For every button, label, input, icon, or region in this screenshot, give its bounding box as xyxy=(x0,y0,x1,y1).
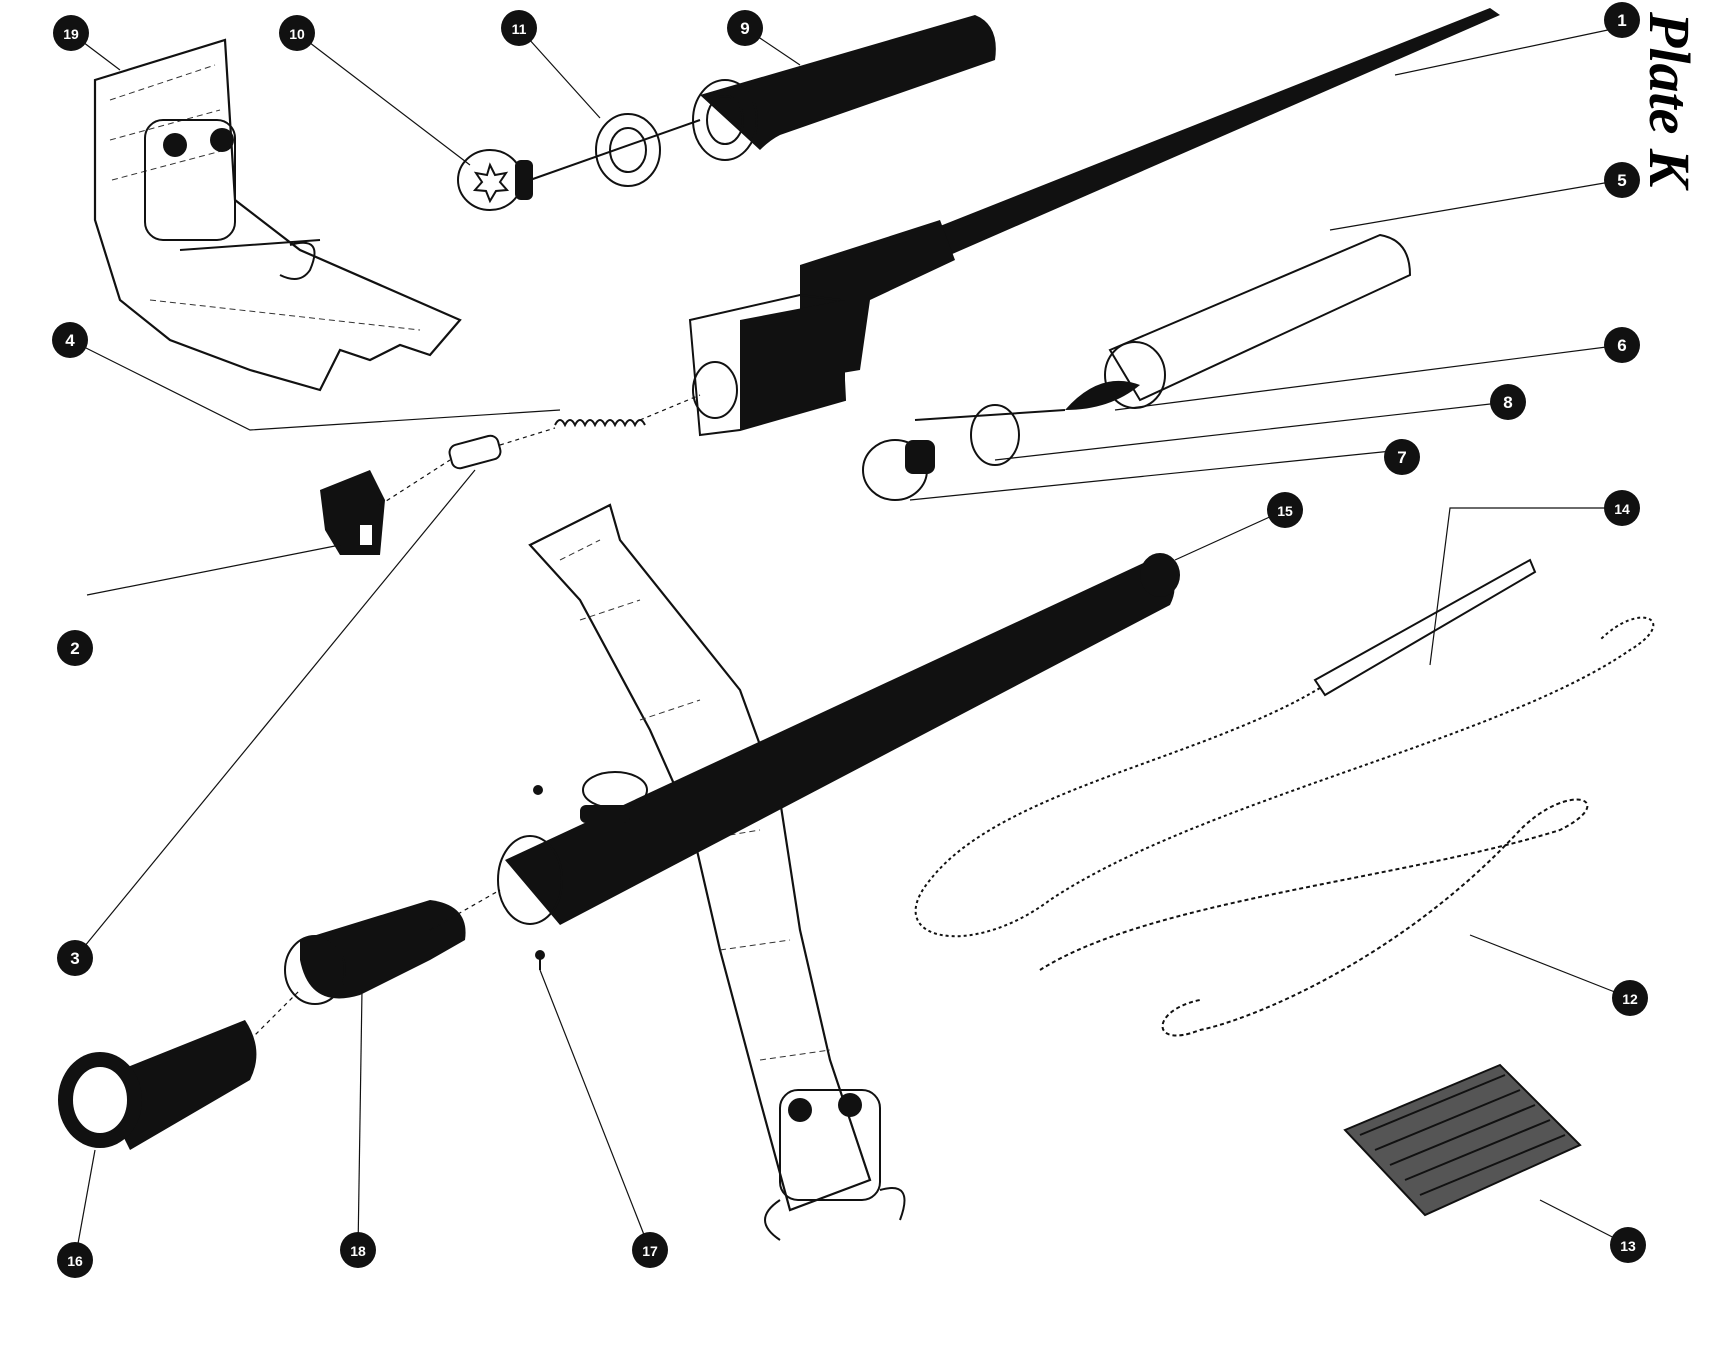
part-14-pull-through-weight xyxy=(1313,558,1537,697)
callout-label: 6 xyxy=(1617,336,1626,355)
part-3-plunger xyxy=(448,434,502,470)
callout-label: 3 xyxy=(70,949,79,968)
callout-label: 4 xyxy=(65,331,75,350)
callout-5: 5 xyxy=(1604,162,1640,198)
callout-3: 3 xyxy=(57,940,93,976)
callout-label: 10 xyxy=(289,26,305,42)
callout-16: 16 xyxy=(57,1242,93,1278)
part-12-pull-through-cord xyxy=(914,616,1655,1037)
callout-label: 2 xyxy=(70,639,79,658)
callout-label: 8 xyxy=(1503,393,1512,412)
part-8-washer xyxy=(970,404,1020,466)
callout-label: 17 xyxy=(642,1243,658,1259)
callout-15: 15 xyxy=(1267,492,1303,528)
part-17-screw xyxy=(533,785,545,970)
part-5-container-body xyxy=(1104,233,1412,409)
callout-label: 14 xyxy=(1614,501,1630,517)
callout-8: 8 xyxy=(1490,384,1526,420)
part-2-catch xyxy=(320,470,385,555)
plate-title: Plate K xyxy=(1637,11,1702,191)
callout-13: 13 xyxy=(1610,1227,1646,1263)
callout-label: 16 xyxy=(67,1253,83,1269)
part-11-washer xyxy=(595,113,661,187)
callout-label: 18 xyxy=(350,1243,366,1259)
part-13-flannelette xyxy=(1343,1063,1582,1217)
part-19-frog-webbing xyxy=(93,38,462,392)
callout-2: 2 xyxy=(57,630,93,666)
callout-label: 9 xyxy=(740,19,749,38)
callout-9: 9 xyxy=(727,10,763,46)
callout-label: 7 xyxy=(1397,448,1406,467)
callout-1: 1 xyxy=(1604,2,1640,38)
callout-12: 12 xyxy=(1612,980,1648,1016)
callout-label: 11 xyxy=(512,21,527,37)
part-15-scabbard xyxy=(497,503,1180,1241)
callout-label: 13 xyxy=(1620,1238,1636,1254)
callout-14: 14 xyxy=(1604,490,1640,526)
part-7-cap xyxy=(862,409,1066,501)
plate-title-text: Plate K xyxy=(1637,11,1702,191)
part-1-spike-bayonet xyxy=(688,8,1500,437)
callout-label: 19 xyxy=(63,26,79,42)
callout-18: 18 xyxy=(340,1232,376,1268)
part-9-oil-bottle xyxy=(692,15,996,161)
part-10-star-cap xyxy=(457,149,533,211)
callout-6: 6 xyxy=(1604,327,1640,363)
callout-label: 15 xyxy=(1277,503,1293,519)
leader-lines xyxy=(69,26,1631,1261)
part-6-brush xyxy=(1065,380,1140,410)
callout-label: 5 xyxy=(1617,171,1626,190)
callout-17: 17 xyxy=(632,1232,668,1268)
callout-7: 7 xyxy=(1384,439,1420,475)
callout-4: 4 xyxy=(52,322,88,358)
part-18-throat-piece xyxy=(284,900,466,1005)
callout-label: 12 xyxy=(1622,991,1638,1007)
callout-label: 1 xyxy=(1617,11,1626,30)
part-16-ferrule xyxy=(58,1020,257,1150)
part-4-spring xyxy=(554,419,646,428)
callout-10: 10 xyxy=(279,15,315,51)
callout-11: 11 xyxy=(501,10,537,46)
callout-19: 19 xyxy=(53,15,89,51)
